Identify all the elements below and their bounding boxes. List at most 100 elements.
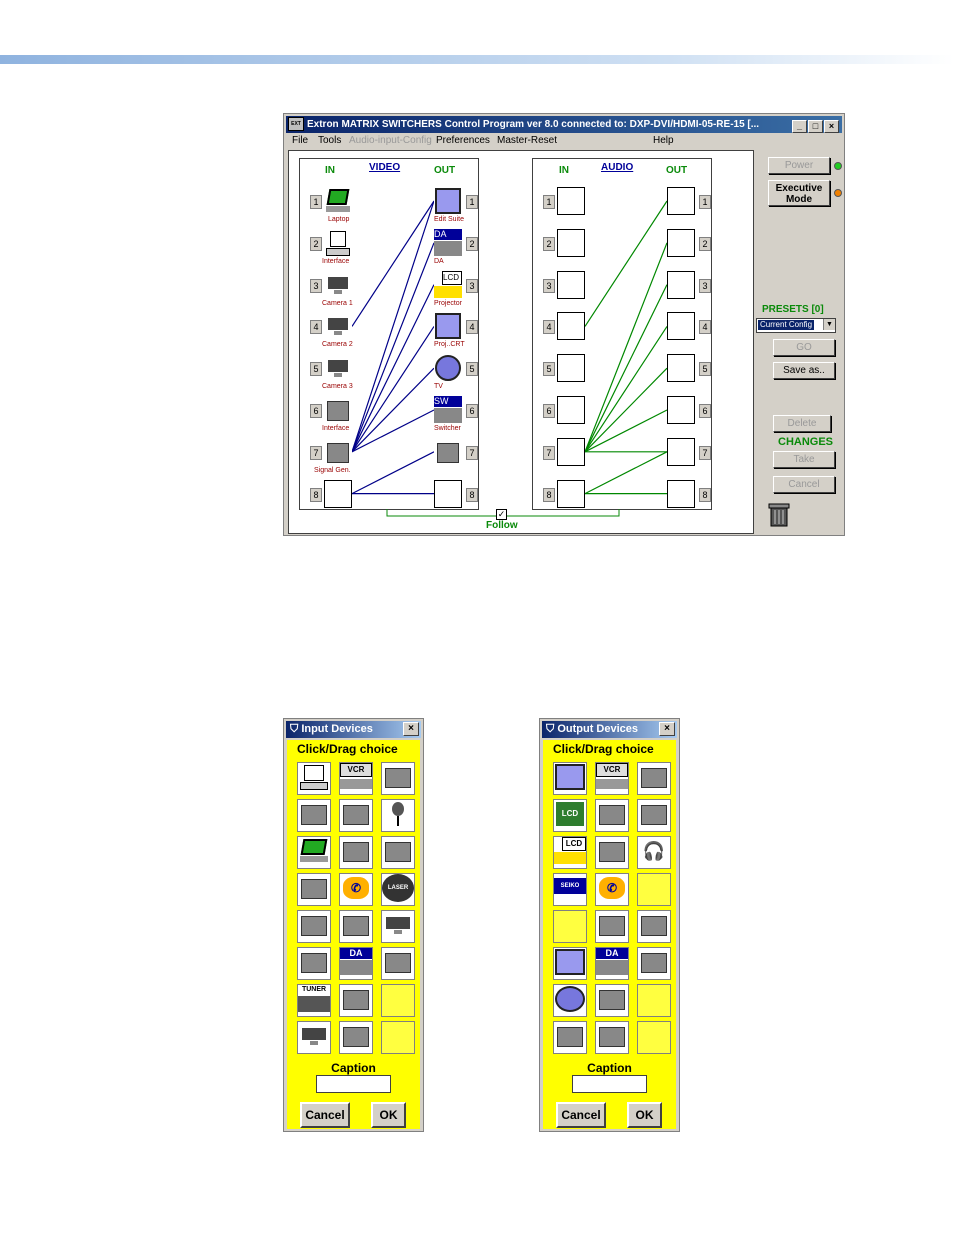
audio-input-7[interactable]	[557, 437, 585, 466]
video-output-5[interactable]	[434, 354, 462, 383]
input-device-microphone-icon[interactable]	[381, 799, 415, 832]
save-as-button[interactable]: Save as..	[773, 362, 835, 379]
input-caption-field[interactable]	[316, 1075, 391, 1093]
output-device-monitor-icon[interactable]	[553, 947, 587, 980]
audio-output-5[interactable]	[667, 354, 695, 383]
video-input-1[interactable]	[324, 187, 352, 215]
input-device-laptop-icon[interactable]	[297, 836, 331, 869]
output-device-printer-icon[interactable]	[553, 1021, 587, 1054]
audio-output-3[interactable]	[667, 270, 695, 299]
input-device-presentation-icon[interactable]	[339, 910, 373, 943]
video-input-8[interactable]	[324, 479, 352, 508]
video-input-4[interactable]	[324, 312, 352, 341]
input-device-computer-icon[interactable]	[297, 762, 331, 795]
input-device-switcher-icon[interactable]	[339, 984, 373, 1017]
video-input-2[interactable]	[324, 228, 352, 257]
input-device-camera-icon[interactable]	[297, 1021, 331, 1054]
input-device-overhead-camera-icon[interactable]	[381, 910, 415, 943]
audio-output-8[interactable]	[667, 479, 695, 508]
output-device-da-icon[interactable]: DA	[595, 947, 629, 980]
input-dialog-close-icon[interactable]: ×	[403, 722, 419, 736]
menu-file[interactable]: File	[292, 135, 309, 146]
input-device-document-camera-icon[interactable]	[381, 836, 415, 869]
input-device-satellite-dish-icon[interactable]	[297, 910, 331, 943]
menu-tools[interactable]: Tools	[318, 135, 342, 146]
audio-output-2[interactable]	[667, 228, 695, 257]
video-output-6[interactable]: SW	[434, 396, 462, 424]
trash-icon[interactable]	[768, 502, 790, 528]
input-device-cassette-icon[interactable]	[381, 762, 415, 795]
video-input-3[interactable]	[324, 270, 352, 299]
video-output-4[interactable]	[434, 312, 462, 341]
input-device-tuner-icon[interactable]: TUNER	[297, 984, 331, 1017]
output-device-rack-icon[interactable]	[595, 1021, 629, 1054]
power-button[interactable]: Power	[768, 157, 830, 174]
executive-mode-button[interactable]: Executive Mode	[768, 180, 830, 206]
output-device-speakers-icon[interactable]	[637, 799, 671, 832]
video-output-1[interactable]	[434, 187, 462, 215]
close-button[interactable]: ×	[824, 120, 839, 133]
input-device-vcr-icon[interactable]: VCR	[339, 762, 373, 795]
output-device-vcr-icon[interactable]: VCR	[595, 762, 629, 795]
output-cancel-button[interactable]: Cancel	[556, 1102, 606, 1128]
output-device-projector-icon[interactable]	[553, 762, 587, 795]
input-device-da-icon[interactable]: DA	[339, 947, 373, 980]
input-cancel-button[interactable]: Cancel	[300, 1102, 350, 1128]
audio-output-7[interactable]	[667, 437, 695, 466]
go-button[interactable]: GO	[773, 339, 835, 356]
audio-output-1[interactable]	[667, 187, 695, 215]
video-output-3[interactable]: LCD	[434, 270, 462, 299]
output-device-headphones-icon[interactable]: 🎧	[637, 836, 671, 869]
audio-output-4[interactable]	[667, 312, 695, 341]
audio-input-5[interactable]	[557, 354, 585, 383]
video-output-8[interactable]	[434, 479, 462, 508]
video-input-7[interactable]	[324, 437, 352, 466]
input-device-tower-pc-icon[interactable]	[297, 799, 331, 832]
audio-output-6[interactable]	[667, 396, 695, 424]
input-device-interface-icon[interactable]	[381, 947, 415, 980]
input-device-rack-icon[interactable]	[339, 1021, 373, 1054]
audio-input-6[interactable]	[557, 396, 585, 424]
input-device-telephone-icon[interactable]: ✆	[339, 873, 373, 906]
video-output-2[interactable]: DA	[434, 228, 462, 257]
input-device-laser-disc-icon[interactable]: LASER	[381, 873, 415, 906]
input-device-dish-icon[interactable]	[297, 947, 331, 980]
output-dialog-close-icon[interactable]: ×	[659, 722, 675, 736]
output-device-lcd-monitor-icon[interactable]: LCD	[553, 799, 587, 832]
output-device-lcd-projector-icon[interactable]: LCD	[553, 836, 587, 869]
input-device-tape-deck-icon[interactable]	[339, 799, 373, 832]
output-device-scope-icon[interactable]	[637, 947, 671, 980]
output-ok-button[interactable]: OK	[627, 1102, 662, 1128]
audio-input-4[interactable]	[557, 312, 585, 341]
output-device-seiko-icon[interactable]: SEIKO	[553, 873, 587, 906]
output-device-presentation-icon[interactable]	[595, 910, 629, 943]
output-device-telephone-icon[interactable]: ✆	[595, 873, 629, 906]
output-device-switcher-icon[interactable]	[595, 984, 629, 1017]
output-device-tape-deck-icon[interactable]	[595, 799, 629, 832]
input-device-empty-icon[interactable]	[381, 984, 415, 1017]
follow-checkbox[interactable]: ✓	[496, 509, 507, 520]
input-device-mac-icon[interactable]	[297, 873, 331, 906]
audio-input-3[interactable]	[557, 270, 585, 299]
output-device-keypad-icon[interactable]	[637, 910, 671, 943]
output-device-empty-icon[interactable]	[637, 873, 671, 906]
input-ok-button[interactable]: OK	[371, 1102, 406, 1128]
menu-master-reset[interactable]: Master-Reset	[497, 135, 558, 146]
audio-input-2[interactable]	[557, 228, 585, 257]
output-device-crt-icon[interactable]	[553, 984, 587, 1017]
output-caption-field[interactable]	[572, 1075, 647, 1093]
chevron-down-icon[interactable]: ▼	[823, 319, 835, 330]
menu-preferences[interactable]: Preferences	[436, 135, 490, 146]
cancel-button[interactable]: Cancel	[773, 476, 835, 493]
video-input-6[interactable]	[324, 396, 352, 424]
output-device-empty-icon[interactable]	[637, 984, 671, 1017]
delete-button[interactable]: Delete	[773, 415, 831, 432]
take-button[interactable]: Take	[773, 451, 835, 468]
output-device-cassette-icon[interactable]	[637, 762, 671, 795]
input-device-signal-generator-icon[interactable]	[339, 836, 373, 869]
input-device-empty-icon[interactable]	[381, 1021, 415, 1054]
menu-audio-input-config[interactable]: Audio-input-Config	[349, 135, 432, 146]
minimize-button[interactable]: _	[792, 120, 807, 133]
output-device-video-wall-icon[interactable]	[595, 836, 629, 869]
menu-help[interactable]: Help	[653, 135, 674, 146]
